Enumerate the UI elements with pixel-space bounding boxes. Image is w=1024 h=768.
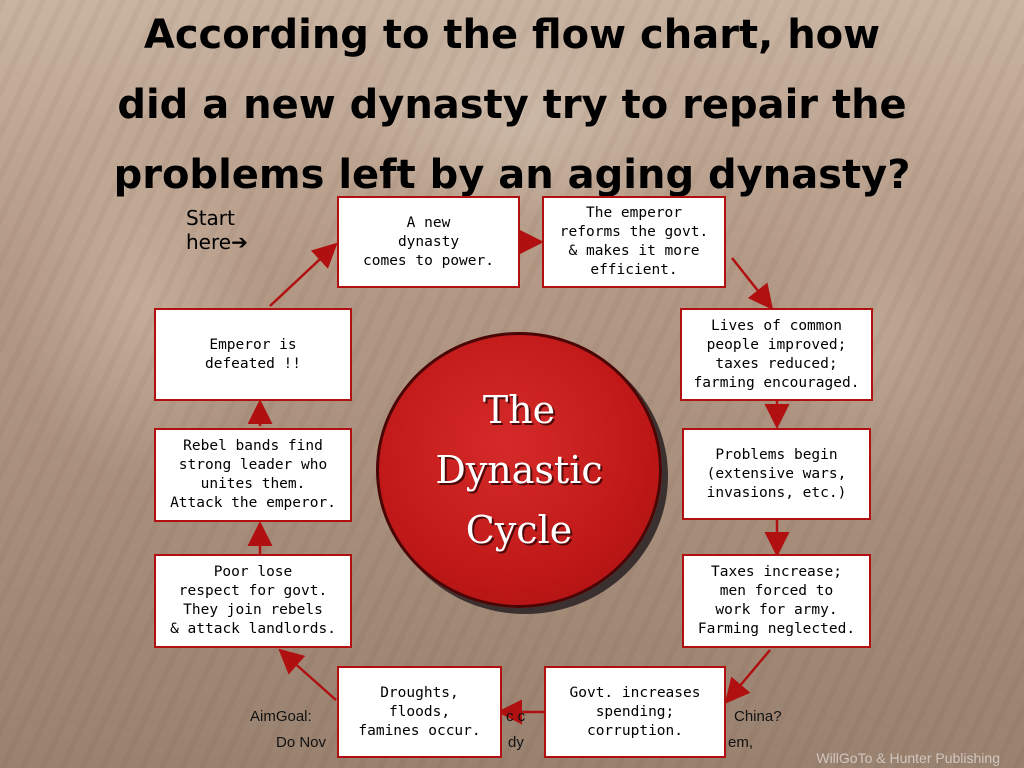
title-line-1: According to the flow chart, how: [143, 12, 881, 58]
start-label-line-2: here➔: [186, 230, 248, 254]
step-rebel-bands: Rebel bands find strong leader who unite…: [154, 428, 352, 522]
step-lives-improved: Lives of common people improved; taxes r…: [680, 308, 873, 401]
step-droughts-floods: Droughts, floods, famines occur.: [337, 666, 502, 758]
step-poor-lose-respect: Poor lose respect for govt. They join re…: [154, 554, 352, 648]
step-new-dynasty: A new dynasty comes to power.: [337, 196, 520, 288]
footer-aim-mid: c c: [506, 708, 526, 725]
publisher-credit: WillGoTo & Hunter Publishing: [816, 750, 1000, 766]
start-here-label: Start here➔: [186, 206, 248, 254]
slide-title: According to the flow chart, how did a n…: [20, 0, 1004, 210]
arrow-5-to-6: [724, 649, 771, 704]
arrow-7-to-8: [278, 648, 337, 701]
footer-aim-fragment: AimGoal:: [250, 708, 312, 725]
step-govt-spending: Govt. increases spending; corruption.: [544, 666, 726, 758]
footer-donow-mid: dy: [508, 734, 524, 751]
title-line-3: problems left by an aging dynasty?: [113, 152, 911, 198]
dynastic-cycle-center: The Dynastic Cycle: [376, 332, 662, 608]
start-label-line-1: Start: [186, 206, 235, 230]
footer-aim-end: China?: [734, 708, 782, 725]
step-emperor-reforms: The emperor reforms the govt. & makes it…: [542, 196, 726, 288]
arrow-10-to-1: [269, 242, 338, 307]
arrow-2-to-3: [731, 257, 774, 310]
step-problems-begin: Problems begin (extensive wars, invasion…: [682, 428, 871, 520]
step-taxes-increase: Taxes increase; men forced to work for a…: [682, 554, 871, 648]
footer-donow-end: em,: [728, 734, 754, 751]
title-line-2: did a new dynasty try to repair the: [117, 82, 907, 128]
footer-donow-fragment: Do Nov: [276, 734, 327, 751]
center-line-3: Cycle: [465, 508, 573, 552]
step-emperor-defeated: Emperor is defeated !!: [154, 308, 352, 401]
center-line-2: Dynastic: [435, 448, 603, 492]
center-line-1: The: [482, 388, 556, 432]
